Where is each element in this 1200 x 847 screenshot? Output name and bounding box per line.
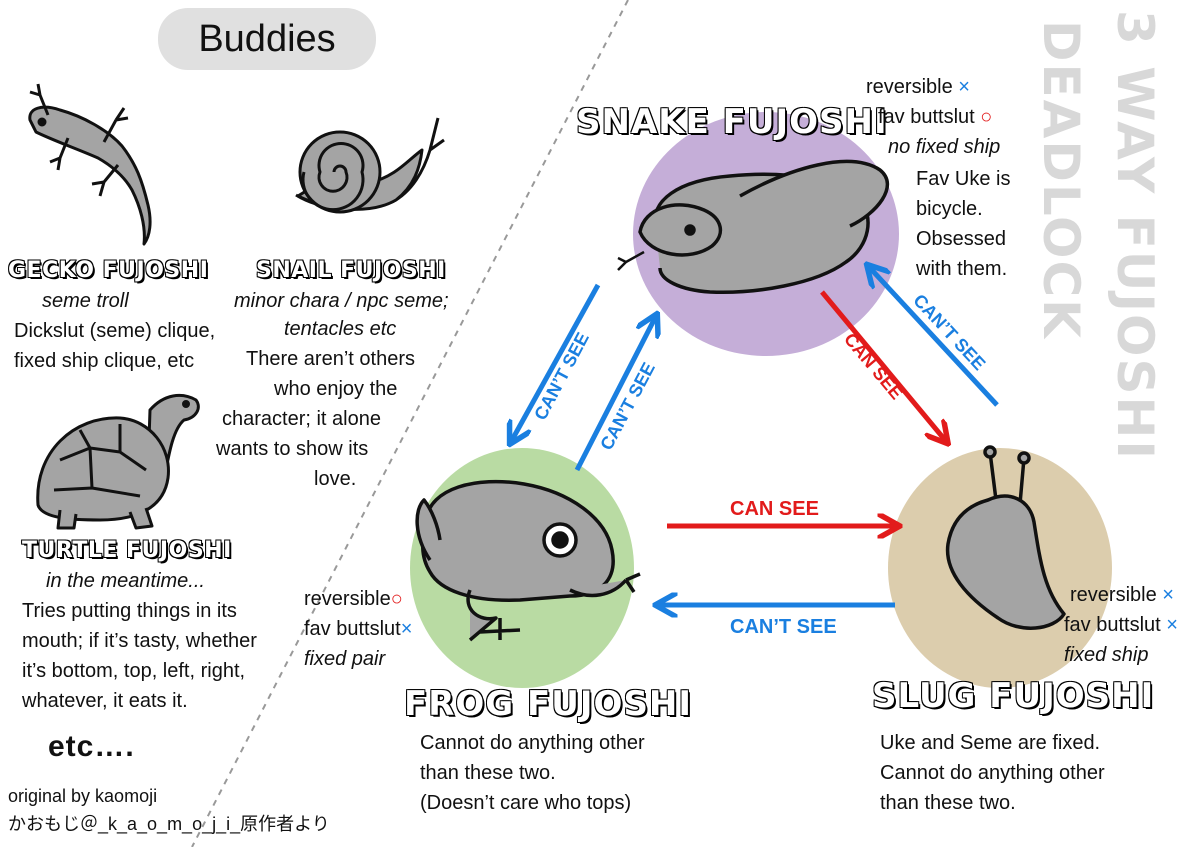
frog-ship: fixed pair — [304, 648, 386, 670]
turtle-title: TURTLE FUJOSHI — [21, 537, 232, 563]
arrow-label-frog-slug: CAN SEE — [730, 498, 819, 520]
snail-illustration — [295, 117, 445, 214]
snake-reversible-row: reversible × — [866, 72, 970, 102]
slug-reversible: reversible — [1070, 584, 1157, 606]
arrow-slug-to-snake — [870, 268, 999, 407]
snake-desc-1: Fav Uke is — [916, 168, 1011, 190]
cross-mark-icon: × — [958, 76, 970, 98]
gecko-illustration — [28, 83, 152, 246]
snake-illustration — [617, 159, 890, 294]
gecko-title: GECKO FUJOSHI — [7, 257, 209, 283]
dashed-divider — [191, 0, 629, 847]
turtle-desc-1: Tries putting things in its — [22, 600, 237, 622]
frog-illustration — [415, 479, 641, 642]
snake-desc-2: bicycle. — [916, 198, 983, 220]
slug-reversible-row: reversible × — [1070, 580, 1174, 610]
snail-desc-4: wants to show its — [216, 438, 369, 460]
snail-title: SNAIL FUJOSHI — [255, 257, 446, 283]
snake-ship: no fixed ship — [888, 136, 1001, 158]
frog-fav-row: fav buttslut× — [304, 614, 412, 644]
etc-label: etc…. — [48, 730, 135, 763]
frog-title: FROG FUJOSHI — [403, 683, 693, 724]
snail-desc-2: who enjoy the — [274, 378, 398, 400]
slug-desc-3: than these two. — [880, 792, 1016, 814]
cross-mark-icon: × — [1166, 614, 1178, 636]
snail-desc-3: character; it alone — [222, 408, 381, 430]
turtle-desc-3: it’s bottom, top, left, right, — [22, 660, 246, 682]
credit-line1: original by kaomoji — [8, 786, 158, 806]
slug-ship: fixed ship — [1064, 644, 1149, 666]
turtle-illustration — [36, 393, 200, 530]
arrow-snake-to-frog — [512, 283, 601, 440]
frog-desc-1: Cannot do anything other — [420, 732, 645, 754]
snail-desc-5: love. — [314, 468, 357, 490]
arrow-snake-to-slug — [820, 290, 945, 440]
slug-title: SLUG FUJOSHI — [871, 675, 1155, 716]
gecko-tag: seme troll — [42, 290, 129, 312]
turtle-tag: in the meantime... — [46, 570, 205, 592]
frog-reversible-row: reversible○ — [304, 584, 403, 614]
frog-desc-3: (Doesn’t care who tops) — [420, 792, 632, 814]
snail-desc-1: There aren’t others — [246, 348, 415, 370]
gecko-desc-1: Dickslut (seme) clique, — [14, 320, 216, 342]
slug-desc-1: Uke and Seme are fixed. — [880, 732, 1101, 754]
arrow-label-slug-frog: CAN’T SEE — [730, 616, 837, 638]
frog-reversible: reversible — [304, 588, 391, 610]
snake-fav: fav buttslut — [878, 106, 975, 128]
snake-desc-4: with them. — [916, 258, 1008, 280]
slug-illustration — [945, 445, 1066, 630]
circle-mark-icon: ○ — [980, 106, 993, 128]
slug-fav-row: fav buttslut × — [1064, 610, 1178, 640]
snail-tag-2: tentacles etc — [284, 318, 397, 340]
turtle-desc-4: whatever, it eats it. — [22, 690, 188, 712]
snake-fav-row: fav buttslut ○ — [878, 102, 992, 132]
snake-reversible: reversible — [866, 76, 953, 98]
cross-mark-icon: × — [1162, 584, 1174, 606]
slug-desc-2: Cannot do anything other — [880, 762, 1105, 784]
turtle-desc-2: mouth; if it’s tasty, whether — [22, 630, 257, 652]
side-title-line1: 3 WAY FUJOSHI — [1106, 10, 1164, 461]
frog-desc-2: than these two. — [420, 762, 556, 784]
credit-line2: かおもじ＠_k_a_o_m_o_j_i_原作者より — [8, 814, 330, 834]
snake-desc-3: Obsessed — [916, 228, 1007, 250]
circle-mark-icon: ○ — [390, 588, 403, 610]
snail-tag-1: minor chara / npc seme; — [234, 290, 449, 312]
buddies-title: Buddies — [158, 8, 376, 70]
slug-fav: fav buttslut — [1064, 614, 1161, 636]
gecko-desc-2: fixed ship clique, etc — [14, 350, 195, 372]
snake-title: SNAKE FUJOSHI — [575, 101, 888, 142]
frog-fav: fav buttslut — [304, 618, 401, 640]
cross-mark-icon: × — [400, 618, 413, 640]
arrow-frog-to-snake — [574, 318, 655, 472]
side-title-line2: DEADLOCK — [1032, 20, 1090, 340]
